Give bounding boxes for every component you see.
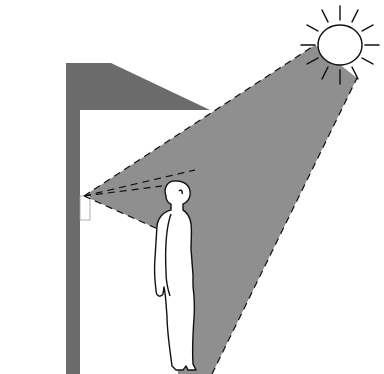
wall-bracket <box>80 196 90 220</box>
sun-disc <box>318 25 362 65</box>
canopy <box>66 63 210 110</box>
support-post <box>66 108 80 374</box>
